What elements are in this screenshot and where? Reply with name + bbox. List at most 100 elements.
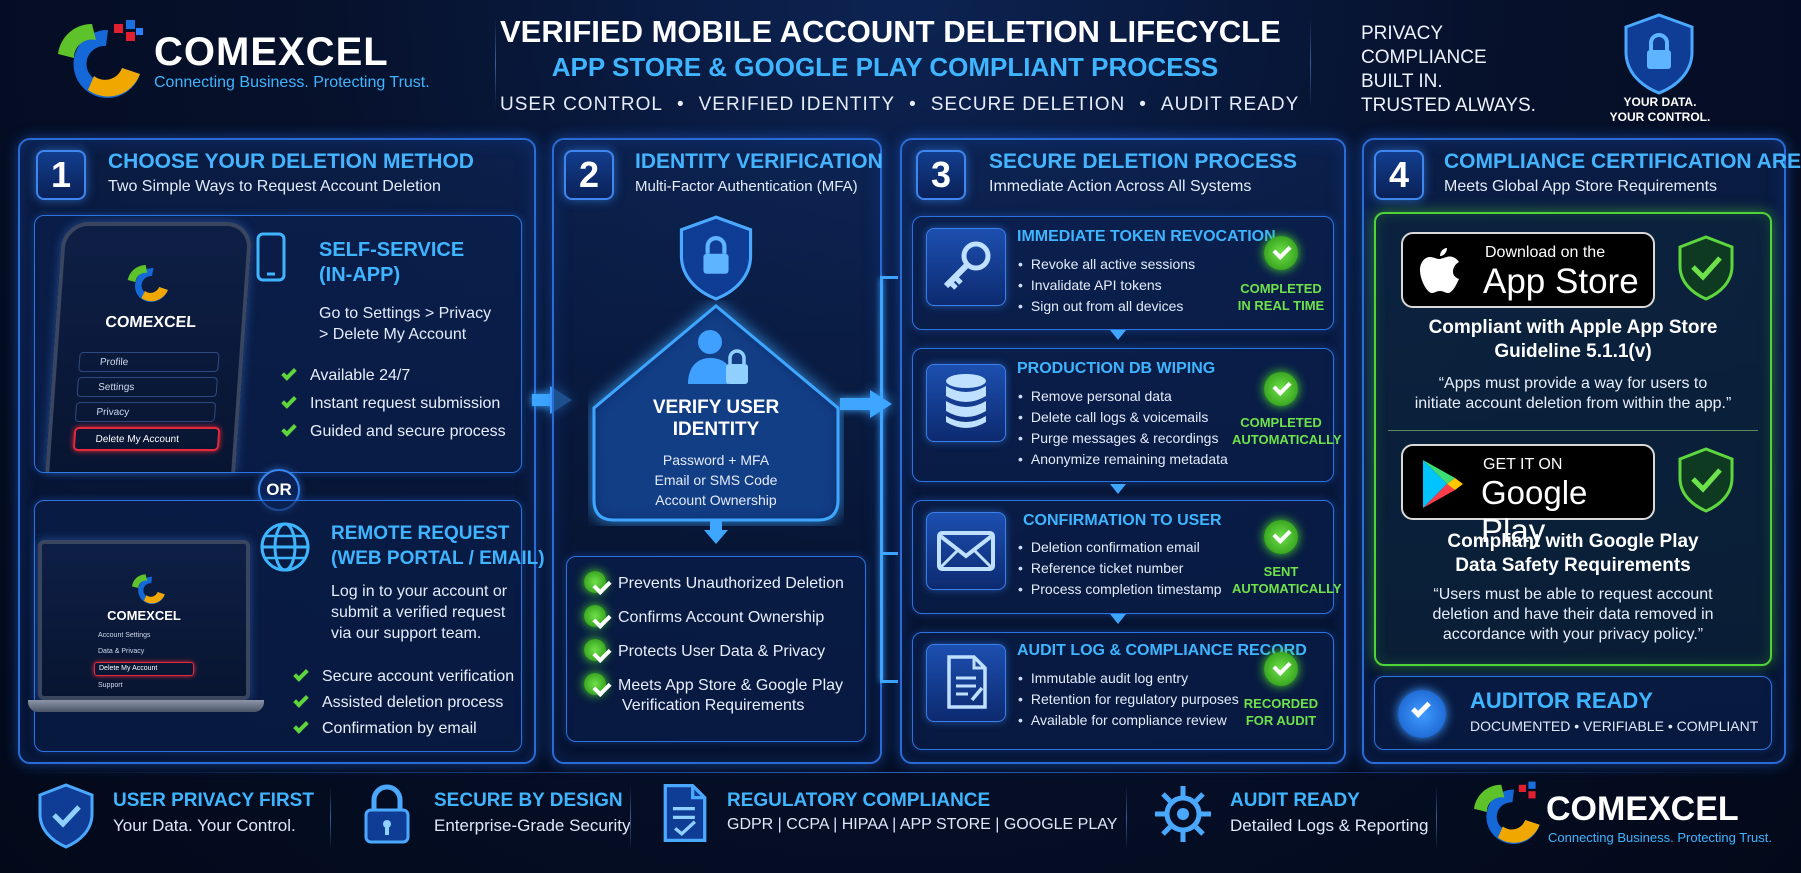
benefit-item: Prevents Unauthorized Deletion bbox=[584, 571, 844, 595]
verification-benefits bbox=[566, 556, 866, 742]
flow-arrow-down bbox=[1110, 330, 1126, 340]
app-store-big: App Store bbox=[1483, 262, 1639, 301]
google-compliance-title: Compliant with Google Play Data Safety R… bbox=[1447, 531, 1699, 576]
flow-arrow-down bbox=[1110, 484, 1126, 494]
card-title: PRODUCTION DB WIPING bbox=[1017, 360, 1216, 377]
branch-line bbox=[880, 278, 883, 682]
step4-title: COMPLIANCE CERTIFICATION AREA bbox=[1444, 150, 1801, 173]
card-bullets: Immutable audit log entry Retention for … bbox=[1018, 668, 1239, 731]
google-play-icon bbox=[1423, 460, 1463, 508]
phone-menu-settings[interactable]: Settings bbox=[76, 377, 218, 397]
user-lock-icon bbox=[688, 330, 748, 384]
auditor-ready-box bbox=[1374, 676, 1772, 750]
step1-number: 1 bbox=[36, 150, 86, 200]
step3-number: 3 bbox=[916, 150, 966, 200]
comexcel-logo-icon bbox=[58, 20, 143, 98]
footer-divider bbox=[630, 786, 631, 850]
footer-title: REGULATORY COMPLIANCE bbox=[727, 790, 991, 811]
step2-number: 2 bbox=[564, 150, 614, 200]
remote-request-title: REMOTE REQUEST (WEB PORTAL / EMAIL) bbox=[331, 523, 545, 569]
footer-brand-tagline: Connecting Business. Protecting Trust. bbox=[1548, 830, 1773, 845]
footer-title: USER PRIVACY FIRST bbox=[113, 790, 314, 811]
branch-arrow bbox=[880, 680, 898, 683]
check-circle-icon bbox=[1264, 520, 1298, 554]
auditor-ready-title: AUDITOR READY bbox=[1470, 688, 1653, 713]
footer-title: SECURE BY DESIGN bbox=[434, 790, 623, 811]
google-compliance-quote: “Users must be able to request account d… bbox=[1432, 586, 1714, 643]
remote-request-desc: Log in to your account or submit a verif… bbox=[331, 583, 508, 642]
footer-title: AUDIT READY bbox=[1230, 790, 1360, 811]
card-bullets: Revoke all active sessions Invalidate AP… bbox=[1018, 254, 1195, 317]
flow-arrow-down-head bbox=[704, 530, 728, 544]
step1-subtitle: Two Simple Ways to Request Account Delet… bbox=[108, 178, 441, 195]
document-icon bbox=[663, 783, 707, 843]
benefit-item: Protects User Data & Privacy bbox=[584, 639, 825, 663]
verify-methods: Password + MFA Email or SMS Code Account… bbox=[654, 452, 778, 508]
document-icon bbox=[947, 655, 987, 709]
laptop-menu-delete-account[interactable]: Delete My Account bbox=[94, 662, 194, 676]
apple-compliance-title: Compliant with Apple App Store Guideline… bbox=[1428, 317, 1718, 362]
footer-sub: Your Data. Your Control. bbox=[113, 816, 296, 835]
brand-name: COMEXCEL bbox=[154, 30, 389, 74]
privacy-motto: PRIVACY COMPLIANCE BUILT IN. TRUSTED ALW… bbox=[1361, 23, 1536, 116]
shield-check-icon bbox=[1678, 235, 1734, 301]
pillar: SECURE DELETION bbox=[930, 94, 1126, 115]
laptop-base bbox=[28, 700, 264, 712]
self-service-desc: Go to Settings > Privacy > Delete My Acc… bbox=[319, 305, 492, 343]
pillar: USER CONTROL bbox=[500, 94, 663, 115]
verify-title: VERIFY USER IDENTITY bbox=[652, 397, 780, 440]
laptop-brand: COMEXCEL bbox=[107, 608, 181, 623]
google-play-big: Google Play bbox=[1481, 474, 1588, 549]
phone-menu-privacy[interactable]: Privacy bbox=[74, 402, 217, 422]
branch-arrow bbox=[880, 552, 898, 555]
header-badge: YOUR DATA. YOUR CONTROL. bbox=[1609, 95, 1711, 124]
padlock-icon bbox=[364, 784, 410, 844]
comexcel-logo-icon bbox=[132, 574, 165, 604]
apple-compliance-quote: “Apps must provide a way for users to in… bbox=[1414, 375, 1732, 412]
divider bbox=[1388, 430, 1758, 431]
step3-subtitle: Immediate Action Across All Systems bbox=[989, 178, 1252, 195]
self-service-item: Instant request submission bbox=[281, 393, 500, 413]
card-title: CONFIRMATION TO USER bbox=[1023, 512, 1222, 529]
benefit-item: Confirms Account Ownership bbox=[584, 605, 824, 629]
step4-subtitle: Meets Global App Store Requirements bbox=[1444, 178, 1718, 195]
remote-request-item: Confirmation by email bbox=[293, 718, 477, 738]
card-bullets: Deletion confirmation email Reference ti… bbox=[1018, 537, 1222, 600]
laptop-menu-support[interactable]: Support bbox=[98, 682, 123, 689]
database-icon bbox=[946, 374, 986, 428]
footer-divider bbox=[1126, 786, 1127, 850]
branch-arrow bbox=[880, 276, 898, 279]
laptop-menu-account-settings[interactable]: Account Settings bbox=[98, 632, 151, 639]
apple-icon bbox=[1420, 248, 1459, 293]
footer-divider bbox=[330, 786, 331, 850]
phone-menu-profile[interactable]: Profile bbox=[78, 352, 220, 372]
google-play-badge[interactable]: GET IT ON Google Play bbox=[1401, 444, 1655, 549]
flow-arrow bbox=[840, 398, 872, 410]
check-badge-icon bbox=[1398, 690, 1446, 738]
phone-mockup: COMEXCEL Profile Settings Privacy Delete… bbox=[45, 222, 253, 472]
footer-logo: COMEXCEL Connecting Business. Protecting… bbox=[1466, 780, 1796, 860]
app-store-badge[interactable]: Download on the App Store bbox=[1401, 232, 1655, 308]
flow-arrow bbox=[532, 394, 552, 406]
card-status: COMPLETED AUTOMATICALLY bbox=[1232, 415, 1342, 447]
footer-sub: Enterprise-Grade Security bbox=[434, 816, 631, 835]
step3-title: SECURE DELETION PROCESS bbox=[989, 150, 1298, 173]
pillar: VERIFIED IDENTITY bbox=[698, 94, 896, 115]
page-subtitle: APP STORE & GOOGLE PLAY COMPLIANT PROCES… bbox=[551, 52, 1219, 82]
check-circle-icon bbox=[1264, 372, 1298, 406]
header-divider bbox=[1310, 18, 1311, 108]
envelope-icon bbox=[937, 531, 995, 571]
header-divider bbox=[495, 18, 496, 108]
header-logo: COMEXCEL Connecting Business. Protecting… bbox=[48, 18, 448, 98]
step2-subtitle: Multi-Factor Authentication (MFA) bbox=[635, 178, 858, 195]
gear-icon bbox=[1155, 786, 1211, 842]
step1-title: CHOOSE YOUR DELETION METHOD bbox=[108, 150, 474, 173]
comexcel-logo-icon bbox=[1474, 781, 1540, 844]
card-title: IMMEDIATE TOKEN REVOCATION bbox=[1017, 228, 1276, 245]
brand-tagline: Connecting Business. Protecting Trust. bbox=[154, 74, 430, 91]
footer-divider bbox=[1436, 786, 1437, 850]
shield-lock-icon bbox=[1624, 13, 1694, 95]
laptop-menu-data-privacy[interactable]: Data & Privacy bbox=[98, 648, 145, 655]
phone-menu-delete-account[interactable]: Delete My Account bbox=[72, 427, 221, 451]
